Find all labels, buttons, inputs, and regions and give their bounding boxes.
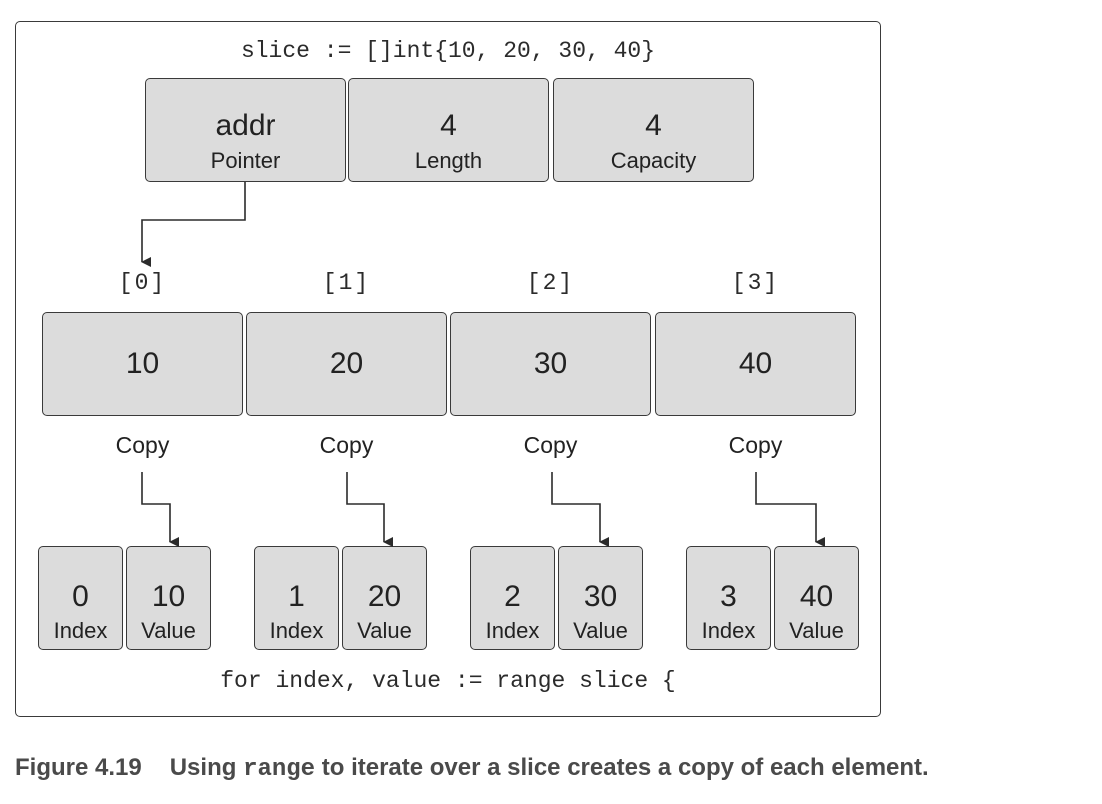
capacity-label: Capacity — [610, 148, 697, 173]
array-index-label: [2] — [526, 270, 575, 296]
value-box: 10 Value — [126, 546, 211, 650]
caption-code: range — [243, 756, 316, 783]
slice-header-length: 4 Length — [348, 78, 549, 182]
index-value: 1 — [288, 580, 305, 613]
array-element: 20 — [246, 312, 447, 416]
array-element: 10 — [42, 312, 243, 416]
value-label: Value — [789, 618, 844, 643]
index-label: Index — [53, 618, 108, 643]
value-box: 20 Value — [342, 546, 427, 650]
array-index-label: [1] — [322, 270, 371, 296]
value-label: Value — [141, 618, 196, 643]
range-loop-code: for index, value := range slice { — [220, 668, 676, 694]
pointer-value: addr — [215, 109, 276, 142]
value-value: 30 — [583, 580, 618, 613]
slice-header-capacity: 4 Capacity — [553, 78, 754, 182]
value-label: Value — [357, 618, 412, 643]
array-index-label: [3] — [731, 270, 780, 296]
copy-label: Copy — [523, 432, 578, 458]
value-label: Value — [573, 618, 628, 643]
value-box: 30 Value — [558, 546, 643, 650]
length-label: Length — [414, 148, 483, 173]
index-label: Index — [701, 618, 756, 643]
value-box: 40 Value — [774, 546, 859, 650]
figure-number: Figure 4.19 — [15, 754, 142, 781]
capacity-value: 4 — [645, 109, 662, 142]
slice-header-pointer: addr Pointer — [145, 78, 346, 182]
value-value: 20 — [367, 580, 402, 613]
caption-text: to iterate over a slice creates a copy o… — [315, 754, 929, 781]
value-value: 40 — [799, 580, 834, 613]
array-element-value: 30 — [533, 347, 568, 380]
array-element: 40 — [655, 312, 856, 416]
index-box: 0 Index — [38, 546, 123, 650]
index-value: 2 — [504, 580, 521, 613]
array-element: 30 — [450, 312, 651, 416]
copy-label: Copy — [319, 432, 374, 458]
copy-label: Copy — [115, 432, 170, 458]
slice-declaration-code: slice := []int{10, 20, 30, 40} — [240, 38, 656, 64]
length-value: 4 — [440, 109, 457, 142]
index-box: 2 Index — [470, 546, 555, 650]
index-label: Index — [485, 618, 540, 643]
value-value: 10 — [151, 580, 186, 613]
caption-text: Using — [169, 754, 244, 781]
array-index-label: [0] — [118, 270, 167, 296]
pointer-label: Pointer — [210, 148, 281, 173]
index-box: 1 Index — [254, 546, 339, 650]
index-value: 0 — [72, 580, 89, 613]
index-label: Index — [269, 618, 324, 643]
index-box: 3 Index — [686, 546, 771, 650]
index-value: 3 — [720, 580, 737, 613]
array-element-value: 10 — [125, 347, 160, 380]
figure-caption: Figure 4.19 Using range to iterate over a… — [15, 754, 929, 783]
array-element-value: 40 — [738, 347, 773, 380]
copy-label: Copy — [728, 432, 783, 458]
array-element-value: 20 — [329, 347, 364, 380]
